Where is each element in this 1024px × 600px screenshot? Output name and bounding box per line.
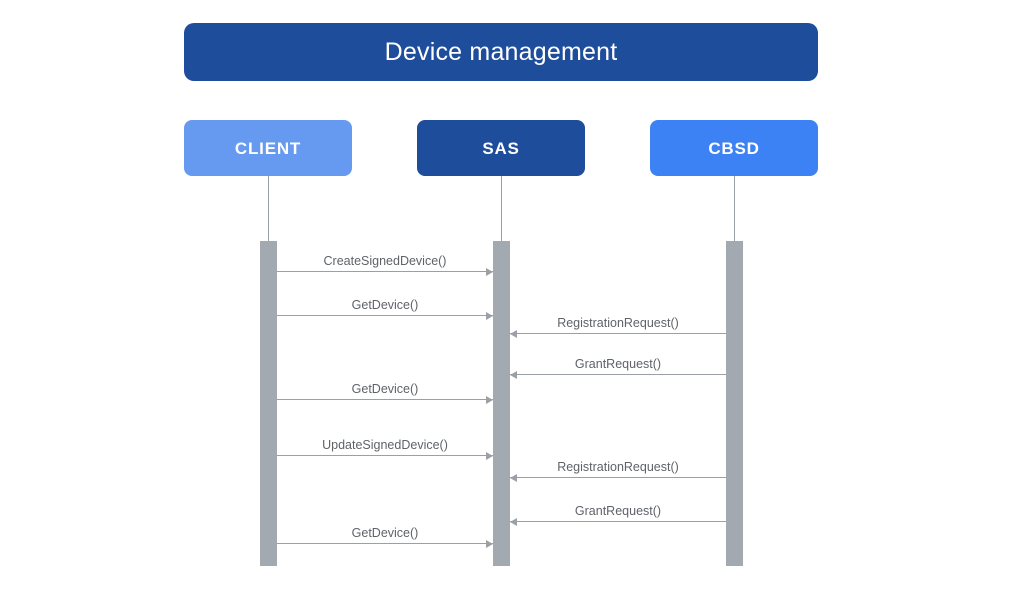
arrow-right-icon [486,395,493,404]
activation-bar-cbsd [726,241,743,566]
activation-bar-client [260,241,277,566]
arrow-left-icon [510,370,517,379]
arrow-left-icon [510,473,517,482]
message-grant-request-2[interactable]: GrantRequest() [510,492,726,526]
message-get-device-3[interactable]: GetDevice() [277,514,493,548]
message-line [277,543,493,544]
lifeline-cbsd [734,176,735,241]
lifeline-sas [501,176,502,241]
activation-bar-sas [493,241,510,566]
lifeline-client [268,176,269,241]
message-label: RegistrationRequest() [557,315,679,330]
message-line [510,374,726,375]
message-line [277,315,493,316]
participant-label-sas: SAS [482,138,520,158]
arrow-left-icon [510,329,517,338]
participant-sas[interactable]: SAS [417,120,585,176]
arrow-right-icon [486,267,493,276]
message-line [277,271,493,272]
arrow-right-icon [486,451,493,460]
message-get-device-1[interactable]: GetDevice() [277,286,493,320]
message-label: UpdateSignedDevice() [322,437,448,452]
participant-label-cbsd: CBSD [708,138,760,158]
arrow-right-icon [486,539,493,548]
message-line [277,455,493,456]
message-label: GetDevice() [351,381,419,396]
message-registration-request-2[interactable]: RegistrationRequest() [510,448,726,482]
arrow-right-icon [486,311,493,320]
message-label: RegistrationRequest() [557,459,679,474]
message-label: GrantRequest() [574,356,662,371]
message-label: GetDevice() [351,297,419,312]
participant-cbsd[interactable]: CBSD [650,120,818,176]
page-title: Device management [384,37,618,66]
message-line [510,333,726,334]
message-grant-request-1[interactable]: GrantRequest() [510,345,726,379]
message-line [510,477,726,478]
message-line [277,399,493,400]
diagram-title-bar: Device management [184,23,818,81]
participant-client[interactable]: CLIENT [184,120,352,176]
message-label: CreateSignedDevice() [323,253,447,268]
message-create-signed-device[interactable]: CreateSignedDevice() [277,242,493,276]
participant-label-client: CLIENT [234,138,302,158]
message-label: GetDevice() [351,525,419,540]
message-label: GrantRequest() [574,503,662,518]
message-update-signed-device[interactable]: UpdateSignedDevice() [277,426,493,460]
arrow-left-icon [510,517,517,526]
message-line [510,521,726,522]
message-get-device-2[interactable]: GetDevice() [277,370,493,404]
message-registration-request-1[interactable]: RegistrationRequest() [510,304,726,338]
